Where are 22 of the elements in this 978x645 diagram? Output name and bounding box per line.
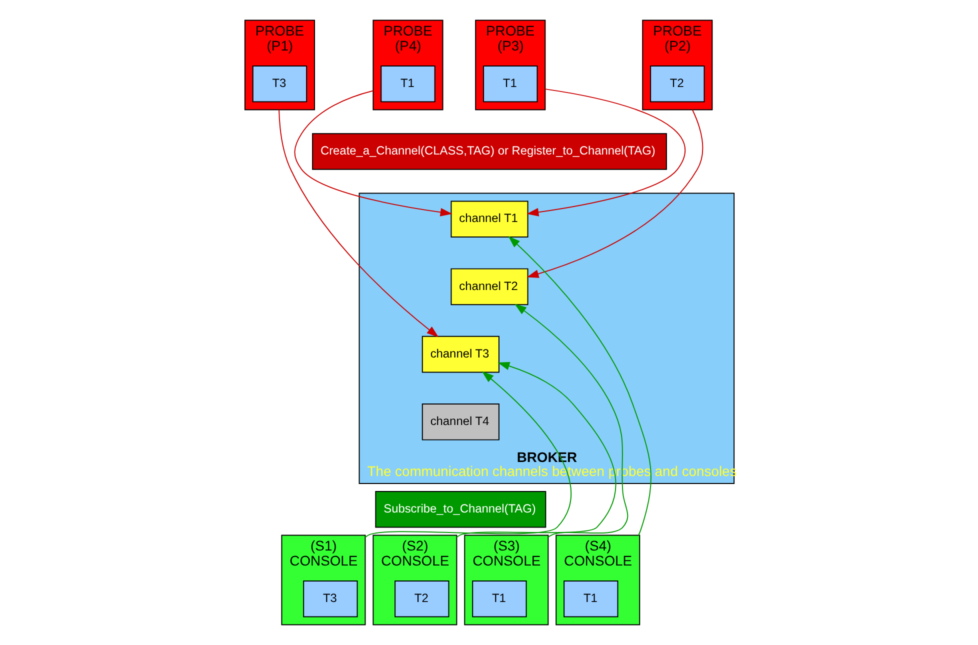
node-box: T2 <box>650 66 704 102</box>
arrow <box>526 88 685 216</box>
node-box: T3 <box>252 66 307 102</box>
arrow <box>456 362 616 538</box>
arrow <box>364 371 571 538</box>
node-box: Subscribe_to_Channel(TAG) <box>374 491 546 528</box>
node-box: channel T1 <box>450 200 528 238</box>
node-box: T1 <box>380 66 435 102</box>
node-box: T2 <box>394 580 449 618</box>
arrow <box>294 90 452 216</box>
arrow <box>278 109 438 338</box>
node-box: T1 <box>482 66 538 102</box>
node-box: T1 <box>563 580 618 618</box>
node-box: T3 <box>302 580 358 618</box>
arrow <box>514 304 628 538</box>
node-box: channel T2 <box>450 268 528 306</box>
arrow <box>526 109 703 278</box>
node-box: Create_a_Channel(CLASS,TAG) or Register_to_Channel(TAG) <box>312 133 666 170</box>
node-box: T1 <box>472 580 526 618</box>
arrow <box>508 236 651 536</box>
node-box: channel T4 <box>421 404 499 440</box>
node-box: channel T3 <box>421 336 499 373</box>
